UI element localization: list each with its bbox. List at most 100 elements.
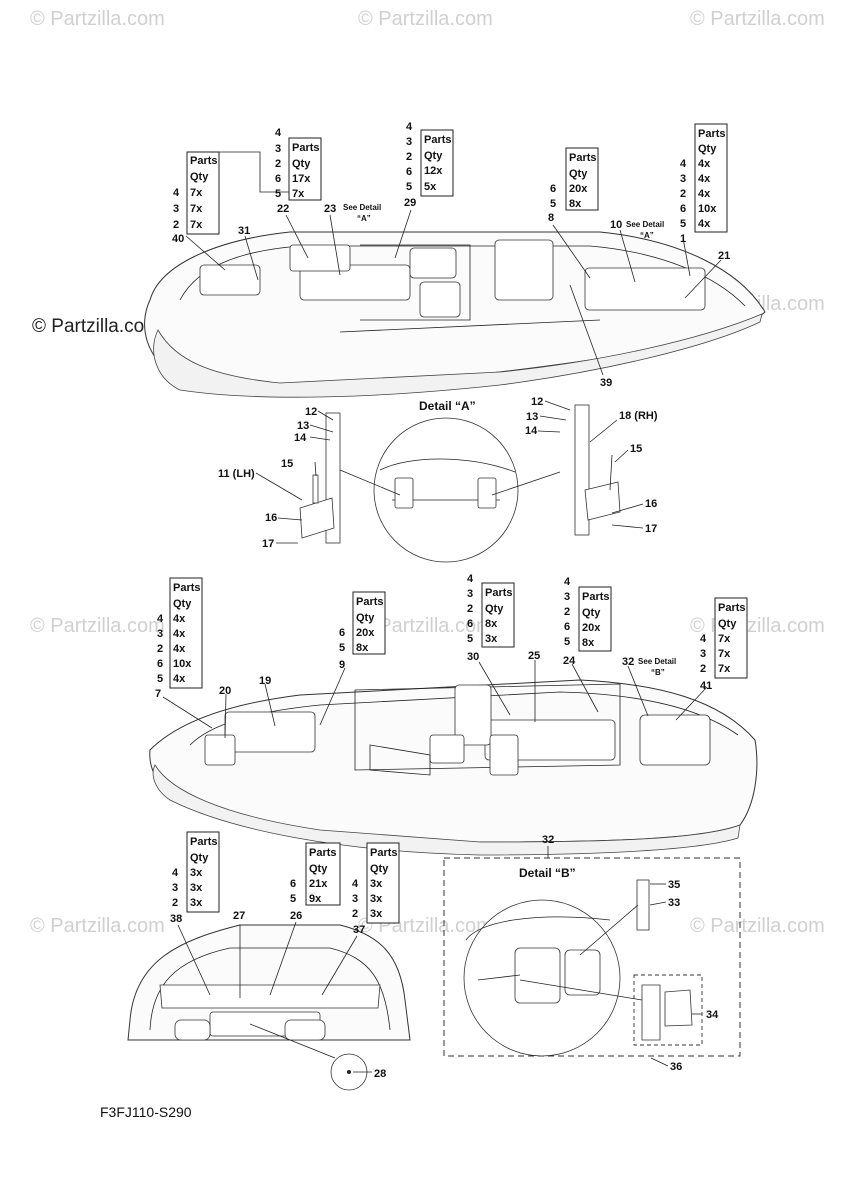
callout-23: 23 (324, 203, 336, 215)
table-header-parts: Parts (718, 602, 746, 614)
qty: 4x (698, 218, 711, 230)
callout-12: 12 (305, 406, 317, 418)
part-ref: 2 (406, 151, 412, 163)
qty: 7x (190, 203, 203, 215)
callout-41: 41 (700, 680, 712, 692)
brand-mark: © Partzilla.com (32, 316, 160, 337)
part-ref: 4 (157, 613, 164, 625)
part-ref: 3 (173, 203, 179, 215)
part-ref: 5 (290, 893, 296, 905)
qty: 8x (356, 642, 369, 654)
part-ref: 6 (275, 173, 281, 185)
callout-31: 31 (238, 225, 250, 237)
part-ref: 2 (700, 663, 706, 675)
part-ref: 6 (157, 658, 163, 670)
part-ref: 2 (157, 643, 163, 655)
detail-a-ref: “A” (357, 214, 371, 223)
part-ref: 5 (275, 188, 281, 200)
callout-8: 8 (548, 212, 554, 224)
callout-38: 38 (170, 913, 182, 925)
part-ref: 3 (564, 591, 570, 603)
callout-34: 34 (706, 1009, 719, 1021)
qty: 3x (190, 897, 203, 909)
table-header-parts: Parts (190, 155, 218, 167)
callout-36: 36 (670, 1061, 682, 1073)
qty: 8x (485, 618, 498, 630)
callout-25: 25 (528, 650, 540, 662)
qty: 12x (424, 165, 443, 177)
part-ref: 2 (467, 603, 473, 615)
callout-29: 29 (404, 197, 416, 209)
watermark: © Partzilla.com (30, 915, 165, 937)
watermark: © Partzilla.com (30, 8, 165, 30)
qty: 8x (582, 637, 595, 649)
callout-30: 30 (467, 651, 479, 663)
callout-16: 16 (645, 498, 657, 510)
callout-14: 14 (294, 432, 307, 444)
detail-b-ref: “B” (651, 668, 665, 677)
callout-11-lh: 11 (LH) (218, 468, 255, 480)
callout-13: 13 (297, 420, 309, 432)
part-ref: 3 (275, 143, 281, 155)
table-header-parts: Parts (485, 587, 513, 599)
table-header-qty: Qty (292, 158, 311, 170)
part-ref: 3 (700, 648, 706, 660)
callout-26: 26 (290, 910, 302, 922)
table-header-qty: Qty (424, 150, 443, 162)
figure-code: F3FJ110-S290 (100, 1104, 192, 1120)
part-ref: 5 (406, 181, 412, 193)
part-ref: 3 (406, 136, 412, 148)
qty: 4x (173, 628, 186, 640)
part-ref: 6 (550, 183, 556, 195)
table-header-parts: Parts (309, 847, 337, 859)
callout-15: 15 (630, 443, 642, 455)
qty: 20x (569, 183, 588, 195)
callout-15: 15 (281, 458, 293, 470)
part-ref: 4 (173, 187, 180, 199)
part-ref: 3 (157, 628, 163, 640)
qty: 4x (698, 188, 711, 200)
callout-21: 21 (718, 250, 730, 262)
part-ref: 6 (564, 621, 570, 633)
table-header-parts: Parts (370, 847, 398, 859)
watermark: © Partzilla.com (30, 615, 165, 637)
callout-16: 16 (265, 512, 277, 524)
qty: 7x (718, 663, 731, 675)
callout-20: 20 (219, 685, 231, 697)
qty: 4x (173, 613, 186, 625)
part-ref: 5 (339, 642, 345, 654)
table-header-qty: Qty (190, 171, 209, 183)
table-header-qty: Qty (718, 618, 737, 630)
table-header-parts: Parts (173, 582, 201, 594)
part-ref: 3 (352, 893, 358, 905)
callout-13: 13 (526, 411, 538, 423)
part-ref: 4 (564, 576, 571, 588)
callout-22: 22 (277, 203, 289, 215)
table-header-qty: Qty (569, 168, 588, 180)
callout-14: 14 (525, 425, 538, 437)
part-ref: 5 (157, 673, 163, 685)
detail-a (255, 400, 644, 563)
callout-19: 19 (259, 675, 271, 687)
callout-labels: 40 31 22 23 See Detail “A” 29 8 10 See D… (155, 197, 730, 1080)
part-ref: 4 (275, 127, 282, 139)
table-header-parts: Parts (698, 128, 726, 140)
part-ref: 6 (680, 203, 686, 215)
middle-leaders (162, 660, 708, 739)
callout-28: 28 (374, 1068, 386, 1080)
part-ref: 4 (700, 633, 707, 645)
see-detail-b: See Detail (638, 657, 676, 666)
boat-view-top (144, 231, 766, 398)
table-header-qty: Qty (173, 598, 192, 610)
callout-27: 27 (233, 910, 245, 922)
table-header-parts: Parts (569, 152, 597, 164)
table-header-qty: Qty (698, 143, 717, 155)
table-header-qty: Qty (309, 863, 328, 875)
qty: 20x (356, 627, 375, 639)
part-ref: 5 (564, 636, 570, 648)
part-ref: 2 (352, 908, 358, 920)
part-ref: 2 (172, 897, 178, 909)
part-ref: 4 (680, 158, 687, 170)
